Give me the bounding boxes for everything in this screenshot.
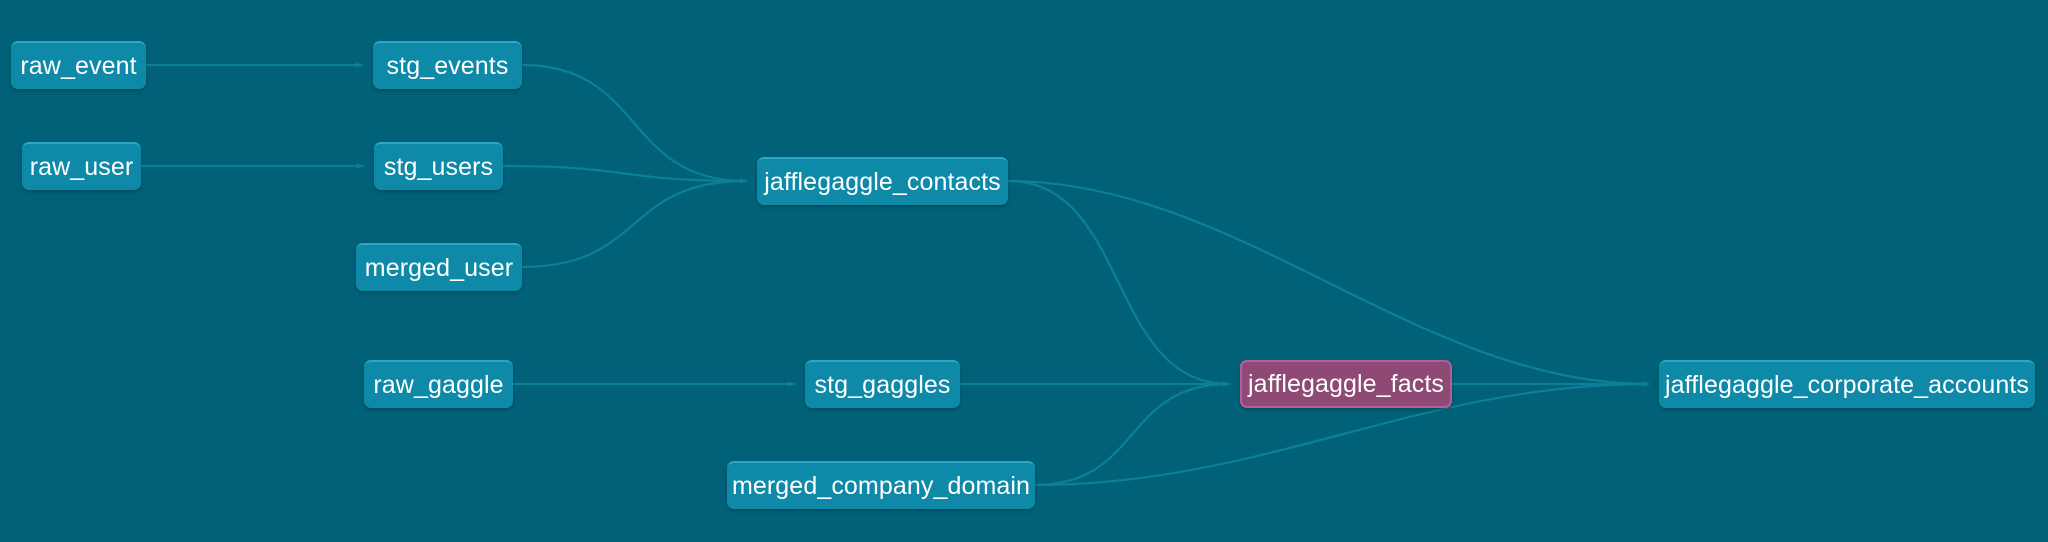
graph-node-label: stg_users xyxy=(383,152,494,181)
graph-edge-stg_users-to-jafflegaggle_contacts xyxy=(501,164,748,184)
graph-node-stg_gaggles[interactable]: stg_gaggles xyxy=(805,360,960,408)
graph-node-merged_company_domain[interactable]: merged_company_domain xyxy=(727,461,1035,509)
graph-edge-merged_company_domain-to-jafflegaggle_facts xyxy=(1033,381,1231,487)
graph-node-label: raw_event xyxy=(20,51,137,80)
graph-node-raw_event[interactable]: raw_event xyxy=(11,41,146,89)
graph-node-label: jafflegaggle_contacts xyxy=(764,167,1001,196)
graph-node-raw_gaggle[interactable]: raw_gaggle xyxy=(364,360,513,408)
graph-edge-merged_user-to-jafflegaggle_contacts xyxy=(520,178,748,269)
graph-node-label: merged_user xyxy=(364,253,514,282)
graph-node-label: raw_user xyxy=(29,152,134,181)
graph-node-jafflegaggle_contacts[interactable]: jafflegaggle_contacts xyxy=(757,157,1008,205)
graph-node-raw_user[interactable]: raw_user xyxy=(22,142,141,190)
graph-node-label: stg_gaggles xyxy=(814,370,951,399)
graph-node-jafflegaggle_facts[interactable]: jafflegaggle_facts xyxy=(1240,360,1452,408)
graph-node-label: raw_gaggle xyxy=(373,370,504,399)
graph-node-label: jafflegaggle_corporate_accounts xyxy=(1665,370,2030,399)
graph-edge-jafflegaggle_contacts-to-jafflegaggle_corporate_accounts xyxy=(1006,179,1650,387)
graph-node-stg_events[interactable]: stg_events xyxy=(373,41,522,89)
graph-node-label: stg_events xyxy=(386,51,509,80)
graph-edge-stg_events-to-jafflegaggle_contacts xyxy=(520,63,748,184)
graph-node-label: merged_company_domain xyxy=(731,471,1031,500)
graph-node-jafflegaggle_corporate_accounts[interactable]: jafflegaggle_corporate_accounts xyxy=(1659,360,2035,408)
graph-node-label: jafflegaggle_facts xyxy=(1248,369,1444,398)
graph-edge-jafflegaggle_contacts-to-jafflegaggle_facts xyxy=(1006,179,1231,387)
graph-node-stg_users[interactable]: stg_users xyxy=(374,142,503,190)
graph-node-merged_user[interactable]: merged_user xyxy=(356,243,522,291)
